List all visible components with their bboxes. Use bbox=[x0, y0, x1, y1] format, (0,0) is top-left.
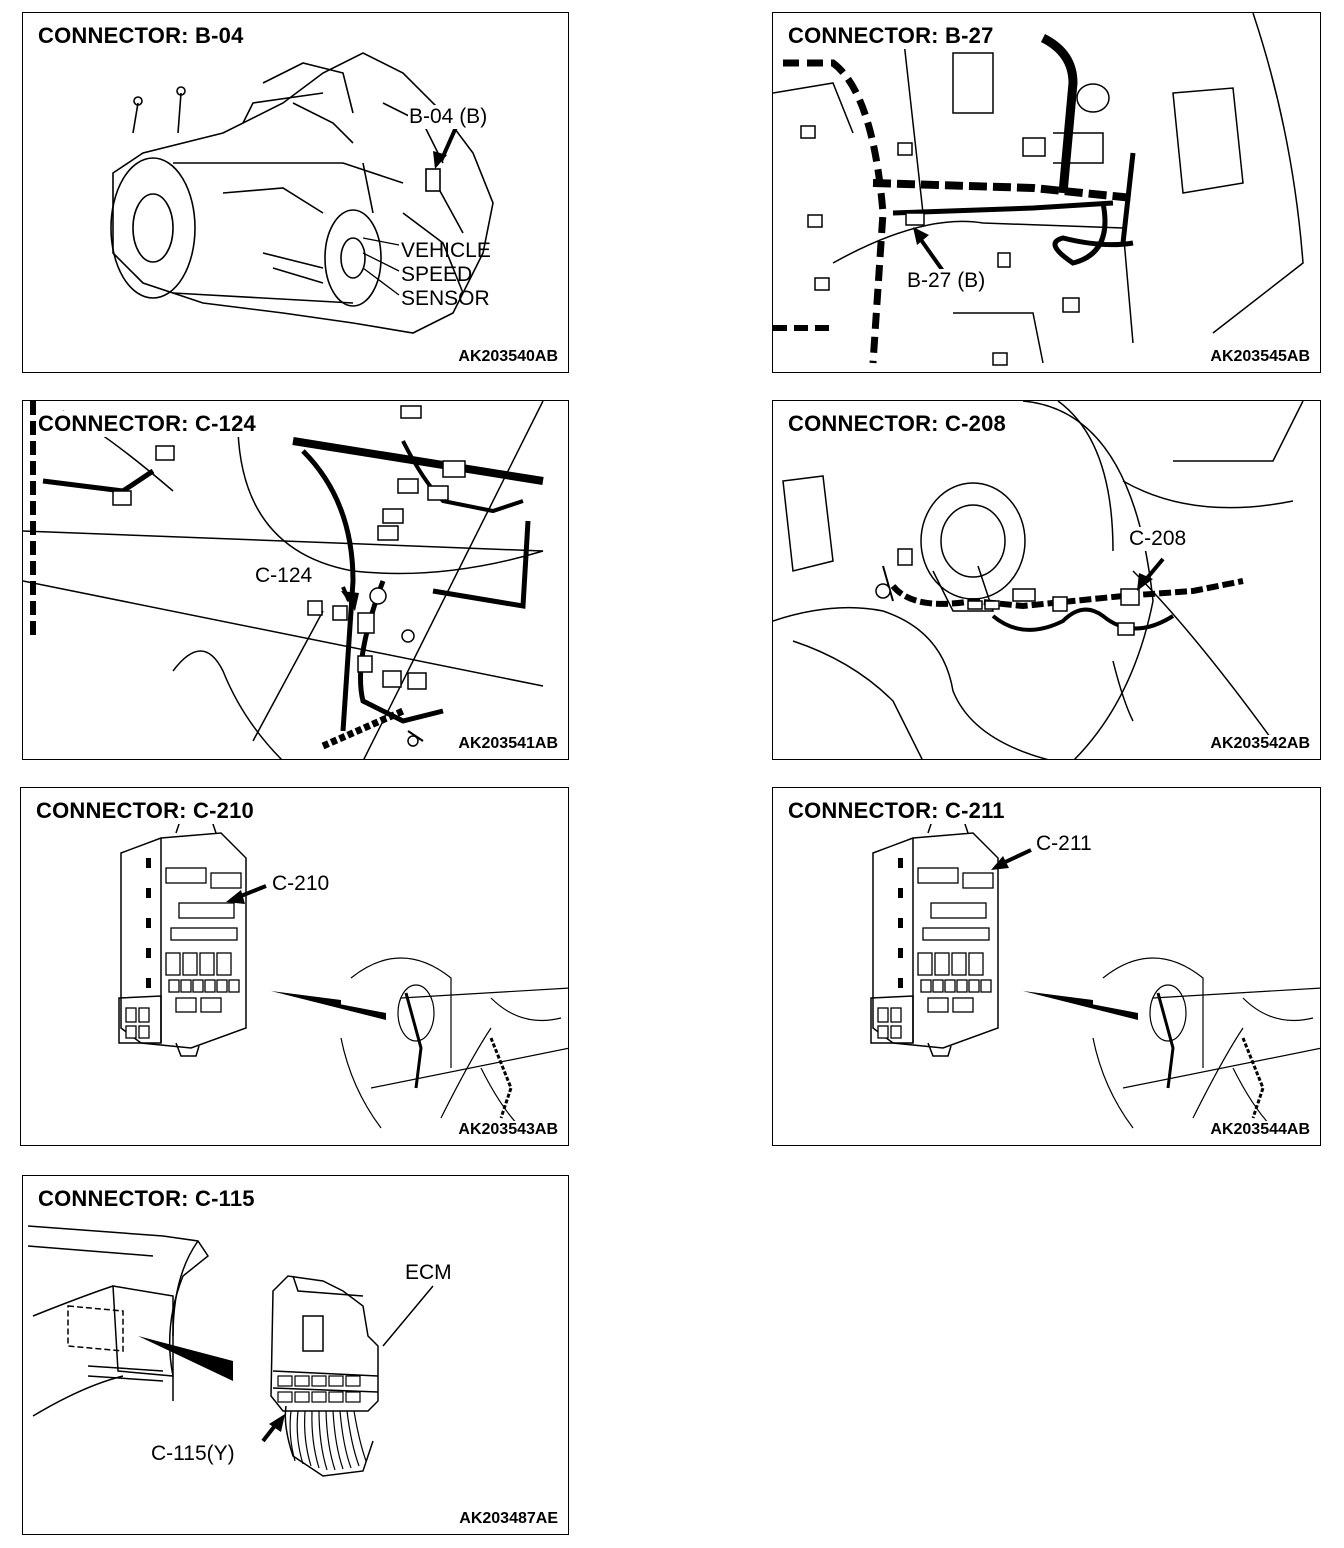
transaxle-illustration bbox=[110, 52, 494, 334]
figure-code: AK203544AB bbox=[1210, 1121, 1310, 1139]
panel-title: CONNECTOR: B-04 bbox=[38, 23, 244, 49]
sensor-label-line3: SENSOR bbox=[401, 287, 490, 310]
connector-callout: C-124 bbox=[254, 564, 314, 588]
panel-title: CONNECTOR: B-27 bbox=[788, 23, 994, 49]
figure-code: AK203541AB bbox=[458, 735, 558, 753]
sensor-label-line1: VEHICLE bbox=[401, 239, 491, 262]
panel-title: CONNECTOR: C-210 bbox=[36, 798, 254, 824]
sensor-label-line2: SPEED bbox=[401, 263, 473, 286]
junction-block-illustration bbox=[870, 817, 1320, 1129]
connector-panel-c124: CONNECTOR: C-124 C-124 AK203541AB bbox=[22, 400, 569, 760]
connector-panel-c115: CONNECTOR: C-115 ECM C-115(Y) AK203487AE bbox=[22, 1175, 569, 1535]
connector-callout: C-211 bbox=[1035, 832, 1093, 856]
figure-code: AK203542AB bbox=[1210, 735, 1310, 753]
panel-title: CONNECTOR: C-208 bbox=[788, 411, 1006, 437]
connector-panel-b27: CONNECTOR: B-27 B-27 (B) AK203545AB bbox=[772, 12, 1321, 373]
connector-callout: B-27 (B) bbox=[906, 269, 987, 293]
figure-code: AK203540AB bbox=[458, 348, 558, 366]
panel-title: CONNECTOR: C-124 bbox=[38, 411, 256, 437]
ecm-label: ECM bbox=[405, 1261, 452, 1284]
connector-panel-c211: CONNECTOR: C-211 C-211 AK203544AB bbox=[772, 787, 1321, 1146]
steering-column-illustration bbox=[773, 401, 1304, 759]
figure-code: AK203545AB bbox=[1210, 348, 1310, 366]
connector-panel-b04: CONNECTOR: B-04 B-04 (B) VEHICLE SPEED S… bbox=[22, 12, 569, 373]
panel-title: CONNECTOR: C-115 bbox=[38, 1186, 255, 1212]
connector-panel-c208: CONNECTOR: C-208 C-208 AK203542AB bbox=[772, 400, 1321, 760]
figure-code: AK203487AE bbox=[459, 1510, 558, 1528]
dash-harness-illustration bbox=[23, 401, 544, 759]
panel-title: CONNECTOR: C-211 bbox=[788, 798, 1005, 824]
figure-code: AK203543AB bbox=[458, 1121, 558, 1139]
engine-bay-harness-illustration bbox=[773, 13, 1304, 366]
junction-block-illustration bbox=[118, 817, 568, 1129]
ecm-illustration bbox=[27, 1225, 434, 1477]
connector-panel-c210: CONNECTOR: C-210 C-210 AK203543AB bbox=[20, 787, 569, 1146]
connector-callout: B-04 (B) bbox=[408, 105, 489, 129]
connector-callout: C-210 bbox=[271, 872, 331, 896]
connector-callout: C-115(Y) bbox=[151, 1442, 235, 1465]
connector-callout: C-208 bbox=[1128, 527, 1188, 551]
